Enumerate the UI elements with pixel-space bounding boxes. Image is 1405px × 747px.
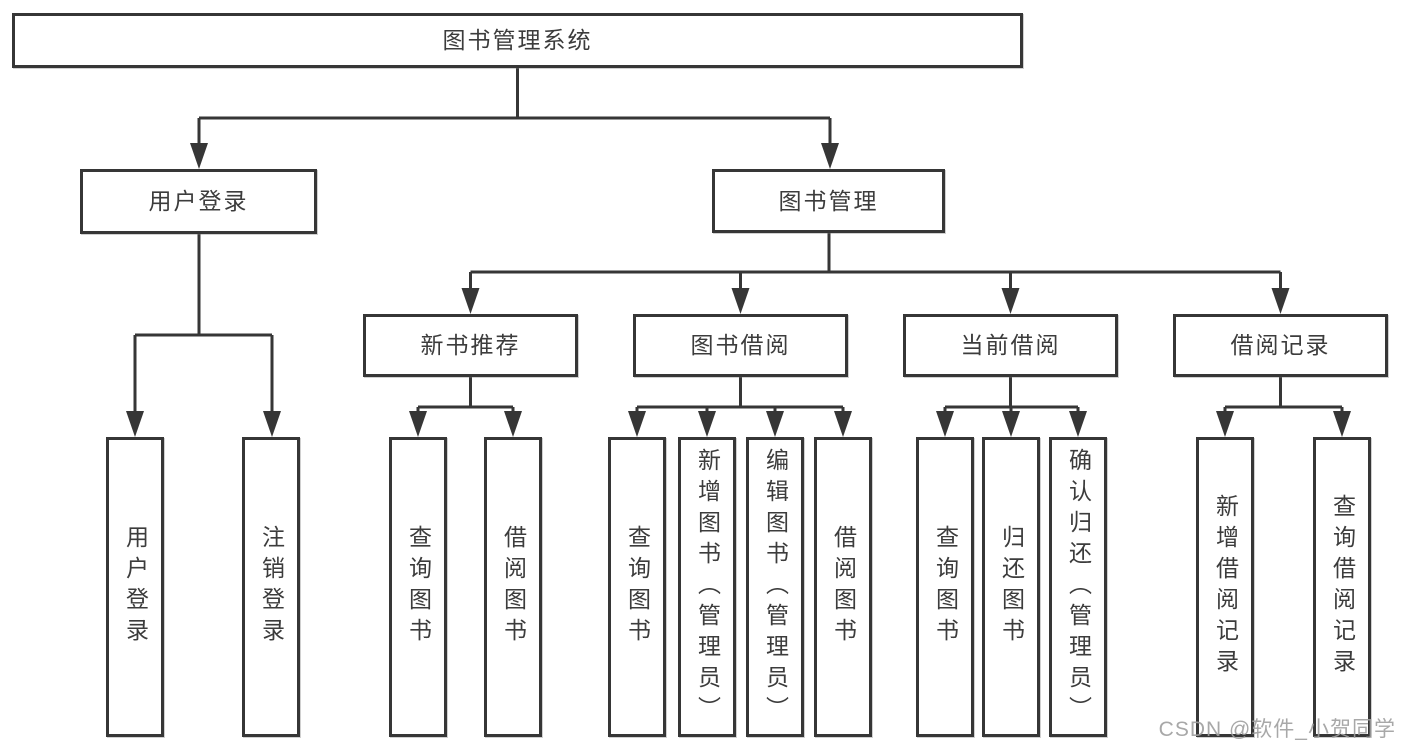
node-book-mgmt-label: 图书管理 xyxy=(778,187,879,214)
leaf-records-query-label: 查询借阅记录 xyxy=(1329,494,1356,680)
leaf-current-confirm: 确认归还（管理员） xyxy=(1049,437,1107,737)
leaf-logout-label: 注销登录 xyxy=(258,525,285,649)
leaf-borrow-borrow: 借阅图书 xyxy=(814,437,872,737)
leaf-borrow-query-label: 查询图书 xyxy=(624,525,651,649)
leaf-borrow-edit-label: 编辑图书（管理员） xyxy=(762,447,789,727)
leaf-current-return: 归还图书 xyxy=(982,437,1040,737)
leaf-newbook-query: 查询图书 xyxy=(389,437,447,737)
leaf-borrow-query: 查询图书 xyxy=(608,437,666,737)
leaf-logout: 注销登录 xyxy=(242,437,300,737)
node-root-label: 图书管理系统 xyxy=(442,27,593,53)
node-borrow-records-label: 借阅记录 xyxy=(1230,332,1331,358)
leaf-user-login: 用户登录 xyxy=(106,437,164,737)
leaf-records-add: 新增借阅记录 xyxy=(1196,437,1254,737)
node-user-login: 用户登录 xyxy=(80,169,317,234)
node-current-borrow: 当前借阅 xyxy=(903,314,1118,377)
leaf-records-add-label: 新增借阅记录 xyxy=(1212,494,1239,680)
node-book-borrow: 图书借阅 xyxy=(633,314,848,377)
leaf-newbook-borrow: 借阅图书 xyxy=(484,437,542,737)
leaf-borrow-add-label: 新增图书（管理员） xyxy=(694,447,721,727)
leaf-current-confirm-label: 确认归还（管理员） xyxy=(1065,447,1092,727)
leaf-borrow-borrow-label: 借阅图书 xyxy=(830,525,857,649)
node-root: 图书管理系统 xyxy=(12,13,1023,68)
leaf-current-return-label: 归还图书 xyxy=(998,525,1025,649)
leaf-newbook-borrow-label: 借阅图书 xyxy=(500,525,527,649)
csdn-watermark: CSDN @软件_小贺同学 xyxy=(1158,718,1396,741)
node-book-mgmt: 图书管理 xyxy=(712,169,945,233)
leaf-borrow-add: 新增图书（管理员） xyxy=(678,437,736,737)
leaf-current-query: 查询图书 xyxy=(916,437,974,737)
leaf-borrow-edit: 编辑图书（管理员） xyxy=(746,437,804,737)
node-new-book-label: 新书推荐 xyxy=(420,332,521,358)
node-new-book: 新书推荐 xyxy=(363,314,578,377)
leaf-newbook-query-label: 查询图书 xyxy=(405,525,432,649)
node-book-borrow-label: 图书借阅 xyxy=(690,332,791,358)
node-user-login-label: 用户登录 xyxy=(148,188,249,214)
leaf-records-query: 查询借阅记录 xyxy=(1313,437,1371,737)
leaf-user-login-label: 用户登录 xyxy=(122,525,149,649)
node-borrow-records: 借阅记录 xyxy=(1173,314,1388,377)
node-current-borrow-label: 当前借阅 xyxy=(960,332,1061,358)
leaf-current-query-label: 查询图书 xyxy=(932,525,959,649)
